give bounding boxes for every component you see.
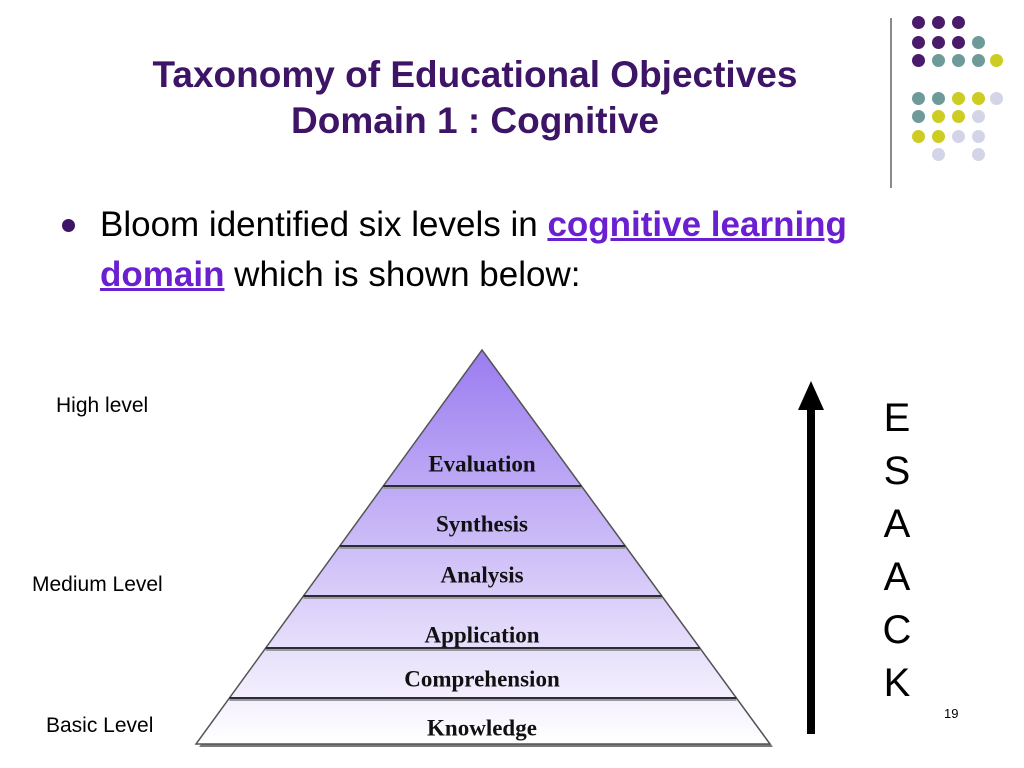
slide-title: Taxonomy of Educational Objectives Domai… [20,52,930,144]
decorative-dot [912,16,925,29]
decorative-dot [932,130,945,143]
decorative-dot [952,16,965,29]
pyramid-level-labels: EvaluationSynthesisAnalysisApplicationCo… [404,451,560,740]
label-high-level: High level [56,394,149,417]
decorative-dot [990,54,1003,67]
acronym-letter: S [883,449,911,493]
pyramid-level-evaluation: Evaluation [428,451,536,476]
decorative-dot [972,36,985,49]
bullet-prefix: Bloom identified six levels in [100,205,548,244]
decorative-dot [972,92,985,105]
pyramid-level-knowledge: Knowledge [427,715,537,740]
decorative-dot [990,92,1003,105]
bullet-text: Bloom identified six levels in cognitive… [100,200,940,300]
decorative-dot [972,110,985,123]
bullet-icon [62,219,75,232]
decorative-dot [972,130,985,143]
acronym-letter: E [883,396,911,440]
title-line-2: Domain 1 : Cognitive [291,100,659,141]
decorative-dot [932,92,945,105]
vertical-divider [890,18,892,188]
decorative-dot [972,54,985,67]
bullet-suffix: which is shown below: [224,255,581,294]
pyramid-dividers [229,485,737,701]
acronym-letter: A [883,555,911,599]
slide-number: 19 [944,706,959,721]
decorative-dot [912,92,925,105]
pyramid-level-comprehension: Comprehension [404,666,560,691]
acronym-letter: K [883,661,911,705]
decorative-dot [952,110,965,123]
decorative-dot [912,110,925,123]
label-basic-level: Basic Level [46,714,154,737]
decorative-dot [952,92,965,105]
pyramid-level-synthesis: Synthesis [436,511,528,536]
decorative-dot [952,130,965,143]
decorative-dot [912,54,925,67]
decorative-dot [932,16,945,29]
decorative-dot [932,148,945,161]
decorative-dot [952,36,965,49]
decorative-dot [912,130,925,143]
decorative-dot [912,36,925,49]
decorative-dot [932,36,945,49]
decorative-dot [932,54,945,67]
acronym-letter: A [883,502,911,546]
acronym-letter: C [882,608,912,652]
pyramid-level-application: Application [424,622,539,647]
decorative-dot [972,148,985,161]
decorative-dot [952,54,965,67]
pyramid-level-analysis: Analysis [440,562,523,587]
label-medium-level: Medium Level [32,573,163,596]
title-line-1: Taxonomy of Educational Objectives [152,54,798,95]
decorative-dot [932,110,945,123]
bullet-highlight-link[interactable]: cognitive learning domain [100,205,847,294]
